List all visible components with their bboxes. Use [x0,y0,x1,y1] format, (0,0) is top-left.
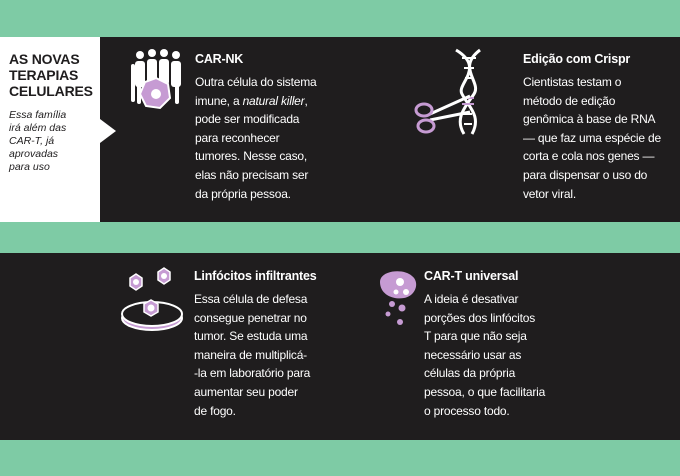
car-t-universal-title: CAR-T universal [424,269,519,283]
intro-title: AS NOVAS TERAPIAS CELULARES [9,51,93,99]
cell-fragments-icon [380,271,417,325]
infiltrantes-title: Linfócitos infiltrantes [194,269,317,283]
crispr-card: Edição com Crispr Cientistas testam o mé… [523,52,673,203]
car-t-universal-text: A ideia é desativar porções dos linfócit… [424,292,546,418]
petri-dish-icon [121,267,183,331]
immune-cells-icon [131,49,181,110]
car-nk-title: CAR-NK [195,52,244,66]
bottom-dark-band [0,253,680,440]
car-t-universal-card: CAR-T universal A ideia é desativar porç… [424,269,584,420]
crispr-title: Edição com Crispr [523,52,631,66]
crispr-text: Cientistas testam o método de edição gen… [523,75,661,201]
intro-box: AS NOVAS TERAPIAS CELULARES Essa família… [0,37,116,222]
dna-scissors-icon [414,48,481,135]
car-nk-text: Outra célula do sistema imune, a natural… [195,75,317,201]
intro-subtitle: Essa família irá além das CAR-T, já apro… [9,109,67,173]
car-nk-card: CAR-NK Outra célula do sistema imune, a … [195,52,365,203]
infiltrantes-text: Essa célula de defesa consegue penetrar … [194,292,311,418]
infiltrantes-card: Linfócitos infiltrantes Essa célula de d… [194,269,354,420]
